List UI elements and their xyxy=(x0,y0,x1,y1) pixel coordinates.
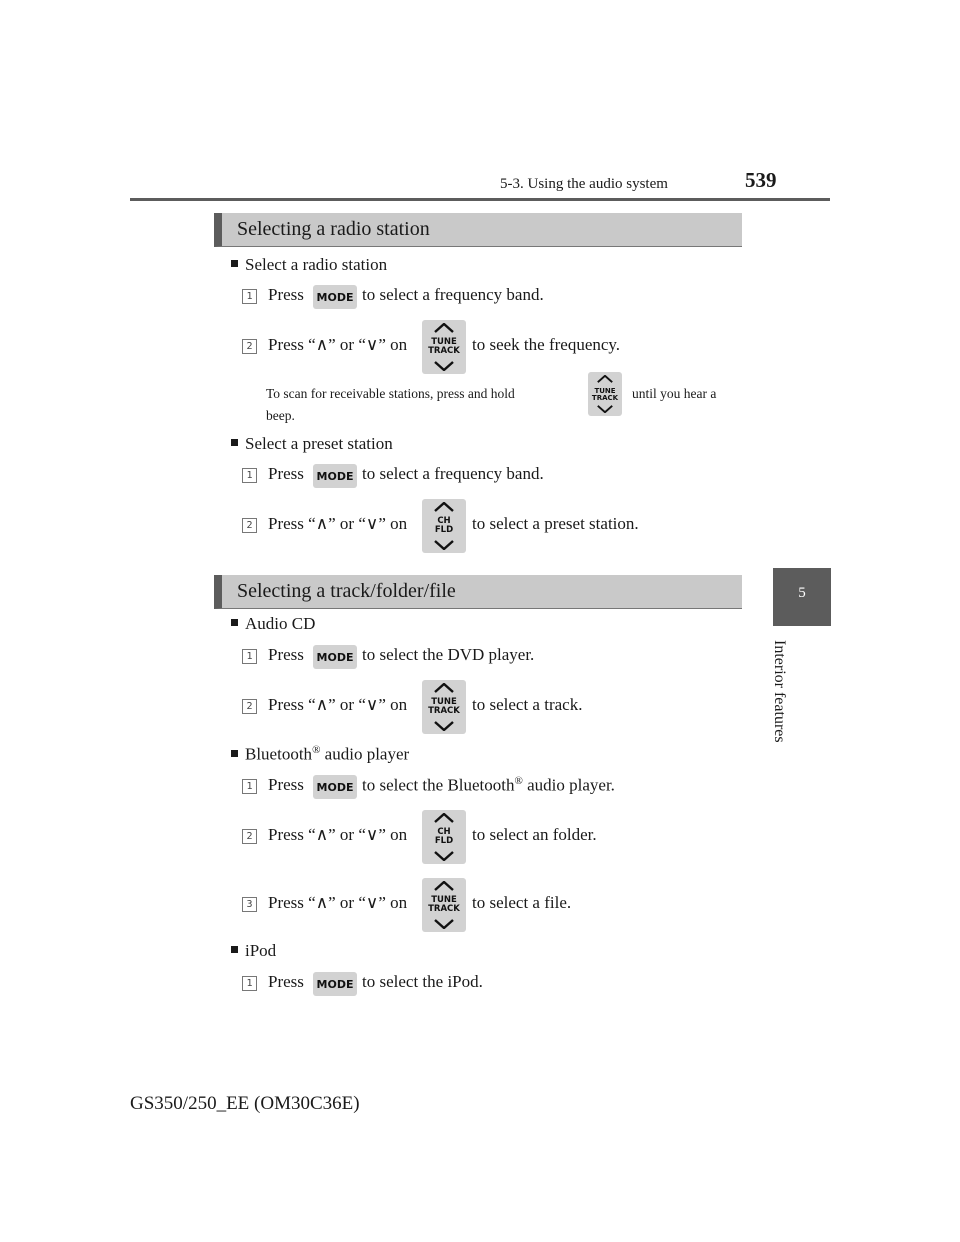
chapter-tab xyxy=(773,568,831,626)
tune-track-switch-icon: TUNE TRACK xyxy=(588,372,622,416)
step-text: to select a track. xyxy=(472,695,583,714)
step-text-part: to select the Bluetooth xyxy=(362,775,515,795)
step-number: 1 xyxy=(242,649,257,664)
subsection-preset: Select a preset station xyxy=(231,434,393,454)
step-number: 2 xyxy=(242,518,257,533)
step-number: 2 xyxy=(242,699,257,714)
mode-button-icon: MODE xyxy=(313,285,357,309)
key-label: FLD xyxy=(434,836,454,846)
key-label: TRACK xyxy=(428,904,460,914)
key-label: TRACK xyxy=(428,706,460,716)
subsection-title-rest: audio player xyxy=(320,744,410,764)
section-heading-track: Selecting a track/folder/file xyxy=(214,575,742,609)
step-text: to select an folder. xyxy=(472,825,597,844)
key-label: TRACK xyxy=(591,394,619,402)
note-text: beep. xyxy=(266,408,295,423)
bullet-square-icon xyxy=(231,439,238,446)
step-text: to select a frequency band. xyxy=(362,285,544,304)
step-text: Press “∧” or “∨” on xyxy=(268,695,408,714)
key-label: FLD xyxy=(434,525,454,535)
tune-track-switch-icon: TUNE TRACK xyxy=(422,320,466,374)
section-heading-radio: Selecting a radio station xyxy=(214,213,742,247)
subsection-title: Select a radio station xyxy=(245,255,388,274)
chapter-label-text: Interior features xyxy=(771,640,788,743)
mode-button-icon: MODE xyxy=(313,464,357,488)
key-label: TUNE xyxy=(431,337,457,347)
bullet-square-icon xyxy=(231,619,238,626)
step-text: to select a preset station. xyxy=(472,514,639,533)
step-text-part: audio player. xyxy=(522,775,615,795)
chapter-label: Interior features xyxy=(770,640,800,770)
step-text: to select a file. xyxy=(472,893,572,912)
bullet-square-icon xyxy=(231,260,238,267)
step-text: to select the iPod. xyxy=(362,972,483,991)
chapter-number: 5 xyxy=(798,585,806,601)
section-title: Selecting a track/folder/file xyxy=(237,580,456,602)
step-text: to select the Bluetooth® audio player. xyxy=(362,775,615,796)
ch-fld-switch-icon: CH FLD xyxy=(422,810,466,864)
step-number: 1 xyxy=(242,779,257,794)
step-text: to seek the frequency. xyxy=(472,335,621,354)
subsection-ipod: iPod xyxy=(231,941,276,961)
footer-model-code: GS350/250_EE (OM30C36E) xyxy=(130,1093,360,1114)
section-header: 5-3. Using the audio system xyxy=(500,176,668,192)
mode-button-icon: MODE xyxy=(313,972,357,996)
step-number: 1 xyxy=(242,289,257,304)
registered-mark: ® xyxy=(312,744,321,756)
step-text: Press xyxy=(268,775,304,794)
step-number: 1 xyxy=(242,976,257,991)
subsection-title: Bluetooth xyxy=(245,744,313,764)
tune-track-switch-icon: TUNE TRACK xyxy=(422,878,466,932)
step-text: Press “∧” or “∨” on xyxy=(268,514,408,533)
registered-mark: ® xyxy=(514,775,523,787)
section-title: Selecting a radio station xyxy=(237,218,430,240)
key-label: TUNE xyxy=(594,387,616,395)
note-text: until you hear a xyxy=(632,386,717,401)
mode-button-icon: MODE xyxy=(313,645,357,669)
bullet-square-icon xyxy=(231,749,238,757)
step-text: to select the DVD player. xyxy=(362,645,535,664)
header-rule xyxy=(130,198,830,201)
key-label: CH xyxy=(437,827,451,837)
subsection-audio-cd: Audio CD xyxy=(231,614,315,634)
step-number: 2 xyxy=(242,829,257,844)
subsection-title: iPod xyxy=(245,941,277,960)
step-number: 2 xyxy=(242,339,257,354)
subsection-bluetooth: Bluetooth® audio player xyxy=(231,744,409,765)
subsection-title: Audio CD xyxy=(245,614,316,633)
bullet-square-icon xyxy=(231,946,238,953)
page-number: 539 xyxy=(745,168,777,192)
key-label: TUNE xyxy=(431,895,457,905)
step-text: Press xyxy=(268,645,304,664)
key-label: CH xyxy=(437,516,451,526)
key-label: TRACK xyxy=(428,346,460,356)
mode-button-icon: MODE xyxy=(313,775,357,799)
step-number: 1 xyxy=(242,468,257,483)
step-number: 3 xyxy=(242,897,257,912)
step-text: Press xyxy=(268,464,304,483)
step-text: Press xyxy=(268,285,304,304)
step-text: to select a frequency band. xyxy=(362,464,544,483)
key-label: TUNE xyxy=(431,697,457,707)
step-text: Press “∧” or “∨” on xyxy=(268,893,408,912)
tune-track-switch-icon: TUNE TRACK xyxy=(422,680,466,734)
ch-fld-switch-icon: CH FLD xyxy=(422,499,466,553)
subsection-title: Select a preset station xyxy=(245,434,393,453)
step-text: Press “∧” or “∨” on xyxy=(268,335,408,354)
subsection-radio: Select a radio station xyxy=(231,255,387,275)
note-text: To scan for receivable stations, press a… xyxy=(266,386,515,401)
step-text: Press xyxy=(268,972,304,991)
step-text: Press “∧” or “∨” on xyxy=(268,825,408,844)
